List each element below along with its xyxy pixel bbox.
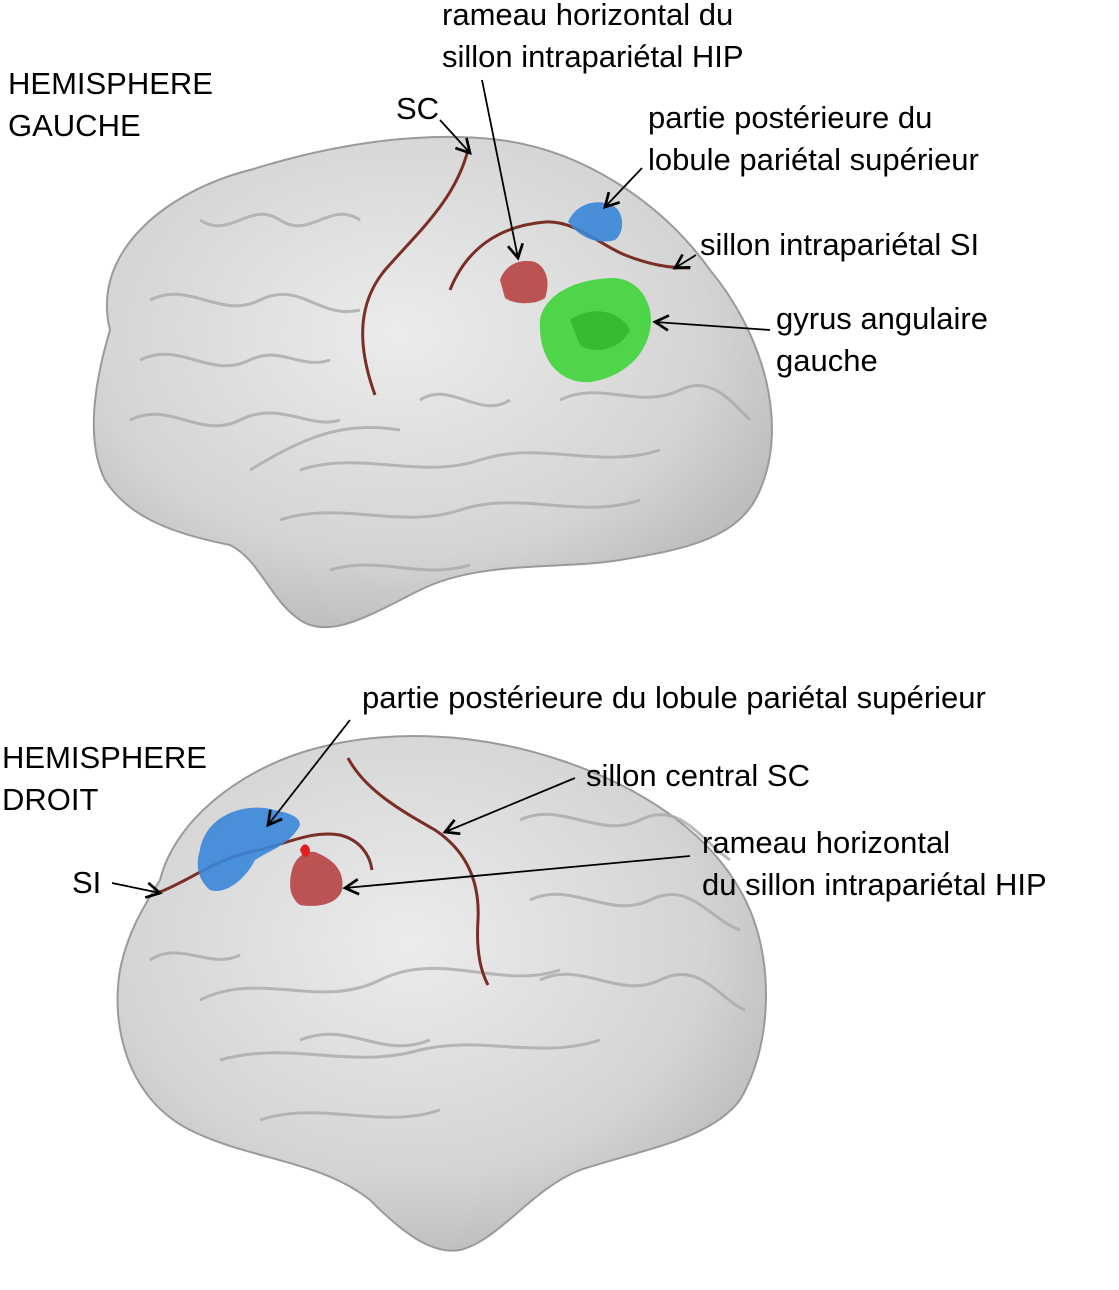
left-posterior-parietal-label: partie postérieure du lobule pariétal su… xyxy=(648,97,979,181)
right-posterior-parietal-label: partie postérieure du lobule pariétal su… xyxy=(362,680,986,715)
left-central-sulcus-line xyxy=(361,149,470,396)
left-ag-line-1: gyrus angulaire xyxy=(776,301,988,336)
left-title-line-1: HEMISPHERE xyxy=(8,66,213,101)
left-si-label: sillon intrapariétal SI xyxy=(700,227,980,262)
right-si-label: SI xyxy=(72,865,102,900)
right-title-line-1: HEMISPHERE xyxy=(2,740,207,775)
left-hip-label: rameau horizontal du sillon intrapariéta… xyxy=(442,0,744,78)
right-hemisphere-brain xyxy=(116,735,767,1252)
left-hip-region xyxy=(500,260,548,304)
left-title-line-2: GAUCHE xyxy=(8,108,141,143)
left-hip-line-1: rameau horizontal du xyxy=(442,0,734,32)
right-title-line-2: DROIT xyxy=(2,782,99,817)
right-hip-label: rameau horizontal du sillon intrapariéta… xyxy=(702,822,1047,906)
right-hemisphere-title: HEMISPHERE DROIT xyxy=(2,737,207,821)
left-pp-line-2: lobule pariétal supérieur xyxy=(648,142,979,177)
left-ag-line-2: gauche xyxy=(776,343,878,378)
left-posterior-parietal-region xyxy=(568,202,623,242)
left-hip-line-2: sillon intrapariétal HIP xyxy=(442,39,744,74)
right-sc-label: sillon central SC xyxy=(586,758,810,793)
right-arrows xyxy=(111,719,691,899)
right-posterior-parietal-region xyxy=(197,807,300,891)
left-hemisphere-brain xyxy=(92,135,773,629)
left-hemisphere-title: HEMISPHERE GAUCHE xyxy=(8,63,213,147)
right-hip-line-2: du sillon intrapariétal HIP xyxy=(702,867,1047,902)
left-pp-line-1: partie postérieure du xyxy=(648,100,933,135)
right-central-sulcus-line xyxy=(346,757,490,986)
right-hip-line-1: rameau horizontal xyxy=(702,825,951,860)
left-brain-surface xyxy=(92,135,773,629)
left-angular-gyrus-label: gyrus angulaire gauche xyxy=(776,298,988,382)
left-sc-label: SC xyxy=(396,91,440,126)
left-arrows xyxy=(439,79,771,332)
right-hip-region xyxy=(290,851,343,906)
